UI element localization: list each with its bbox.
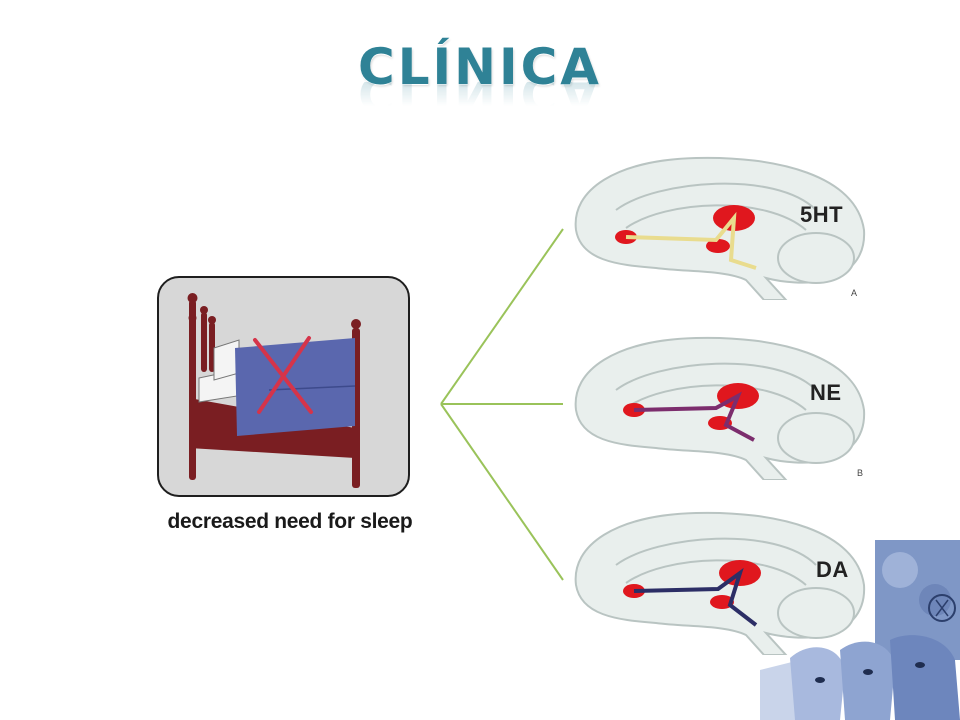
brain-panel-da: DA C bbox=[566, 505, 874, 656]
brain-panel-ne: NE B bbox=[566, 330, 874, 481]
brain-diagram bbox=[574, 511, 866, 656]
brain-panel-5ht: 5HT A bbox=[566, 150, 874, 301]
brain-label-da: DA bbox=[816, 557, 849, 582]
bed-illustration-card bbox=[157, 276, 410, 497]
bed-icon bbox=[187, 293, 361, 488]
title-block: CLÍNICA CLÍNICA bbox=[0, 38, 960, 122]
brain-label-ne: NE bbox=[810, 380, 842, 405]
slide-title: CLÍNICA bbox=[358, 38, 602, 96]
brain-label-5ht: 5HT bbox=[800, 202, 844, 227]
decorative-heads-illustration bbox=[760, 540, 960, 720]
brain-diagram bbox=[574, 156, 866, 301]
connector-line-top bbox=[440, 228, 564, 405]
connector-line-bottom bbox=[440, 403, 564, 581]
bed-caption: decreased need for sleep bbox=[167, 510, 413, 533]
brain-diagram bbox=[574, 336, 866, 481]
panel-letter-b: B bbox=[857, 468, 864, 478]
panel-letter-a: A bbox=[851, 288, 858, 298]
